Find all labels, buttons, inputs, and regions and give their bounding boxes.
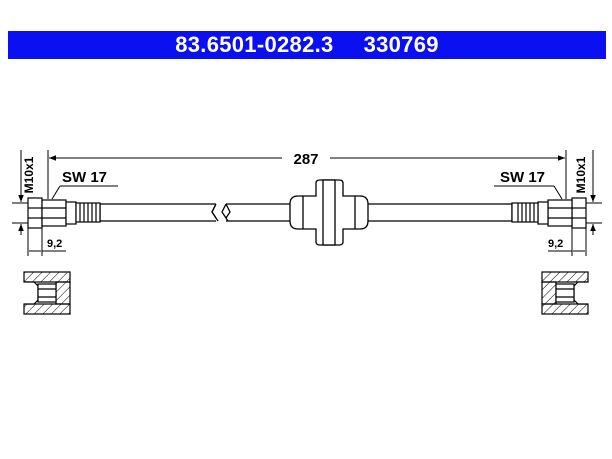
right-thread-label: M10x1 [574,156,588,193]
right-fitting [511,197,587,229]
right-fitting-length-dimension [548,228,587,256]
left-wrench-size: SW 17 [62,169,107,186]
left-fitting-length-dimension [27,228,66,256]
reference-number: 330769 [363,32,439,57]
right-wrench-size: SW 17 [500,169,545,186]
center-bracket [289,179,369,246]
left-thread-label: M10x1 [22,156,36,193]
left-wrench-leader [51,185,118,200]
right-fitting-length: 9,2 [548,238,563,250]
length-dimension [47,150,567,199]
title-bar: 83.6501-0282.3 330769 [8,31,606,59]
right-port-section [541,271,589,315]
left-fitting [27,197,101,229]
right-wrench-leader [494,185,563,200]
left-port-section [23,271,71,315]
left-fitting-length: 9,2 [47,238,62,250]
overall-length-label: 287 [293,151,318,168]
part-number: 83.6501-0282.3 [175,32,334,57]
